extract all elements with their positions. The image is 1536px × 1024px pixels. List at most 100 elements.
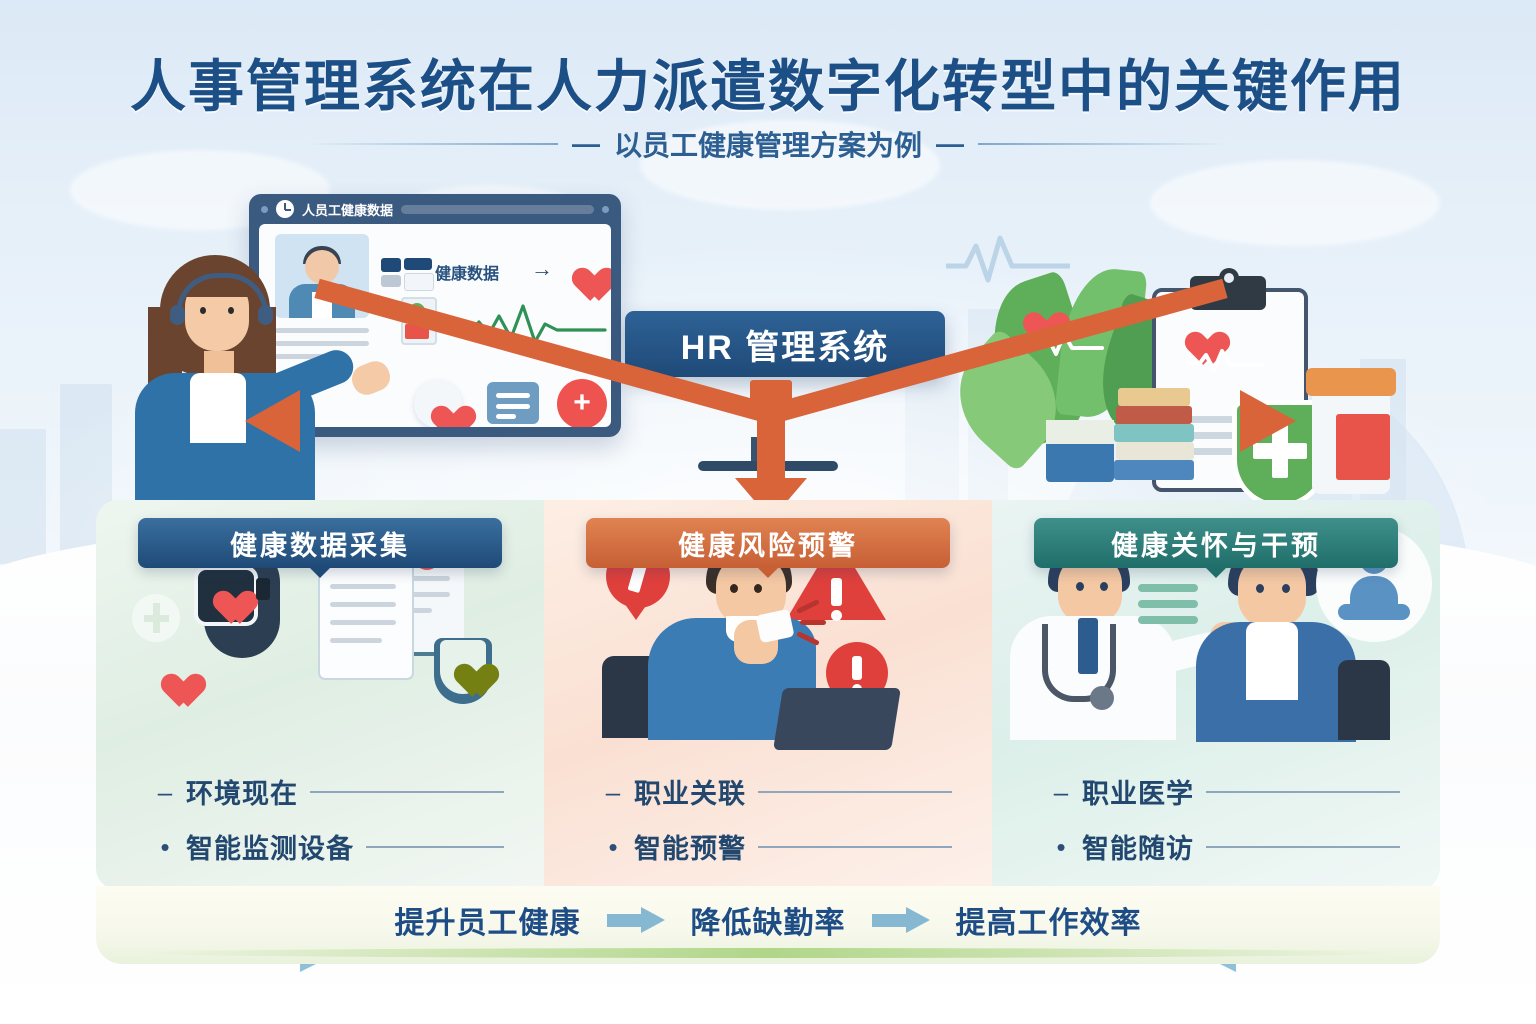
shield-cross-horizontal: [1253, 443, 1307, 459]
headset-earpiece: [258, 305, 273, 325]
heart-button[interactable]: [414, 380, 462, 427]
subtitle-dash-right: —: [936, 128, 964, 159]
bullet-text: 职业关联: [634, 779, 746, 809]
list-item: – 环境现在: [156, 772, 504, 811]
data-chip: [381, 258, 401, 272]
titlebar-dot: [602, 205, 609, 213]
office-chair: [1338, 660, 1390, 740]
list-item: • 智能监测设备: [156, 827, 504, 866]
warning-exclamation-bar: [831, 578, 842, 606]
document-line: [330, 638, 382, 643]
flow-arrow-icon: [871, 907, 930, 933]
bullet-text: 智能监测设备: [186, 834, 354, 864]
headset-earpiece: [170, 305, 185, 325]
sick-employee-eye: [730, 584, 738, 593]
panel-1-header-tail: [308, 566, 332, 578]
monitor-window-title: 人员工健康数据: [302, 202, 394, 218]
record-text-line: [275, 354, 347, 359]
bullet-mark: –: [157, 776, 173, 807]
shield-heart-icon: [447, 650, 479, 680]
page-title: 人事管理系统在人力派遣数字化转型中的关键作用: [130, 55, 1406, 118]
panel-data-collection: 健康数据采集 – 环境现在 • 智能监测设备: [96, 500, 544, 890]
panel-risk-alert: 健康风险预警 – 职业关联 • 智能预警: [544, 500, 992, 890]
page-subtitle: 以员工健康管理方案为例: [613, 130, 922, 161]
list-line: [496, 414, 516, 419]
clipboard-text-line: [1168, 432, 1276, 439]
report-card-icon: [409, 303, 425, 319]
data-chip: [404, 258, 432, 270]
list-button[interactable]: [487, 382, 539, 424]
flow-step-1: 提升员工健康: [394, 907, 581, 940]
avatar-head: [305, 250, 339, 284]
medicine-bottle-label: [1336, 414, 1390, 480]
panel-2-header-label: 健康风险预警: [678, 530, 858, 561]
smartwatch-button: [256, 578, 270, 600]
doctor-eye: [1100, 582, 1108, 591]
clock-icon: [276, 200, 294, 218]
titlebar-dot: [261, 205, 268, 213]
employee-eye: [1282, 584, 1290, 593]
bullet-text: 职业医学: [1082, 779, 1194, 809]
employee-shirt: [1246, 622, 1298, 700]
stethoscope: [1042, 624, 1116, 702]
hr-system-banner: HR 管理系统: [625, 311, 945, 377]
panel-row: 健康数据采集 – 环境现在 • 智能监测设备: [96, 500, 1440, 890]
stethoscope-bell: [1090, 686, 1114, 710]
heart-icon: [154, 660, 200, 702]
titlebar-search-pill[interactable]: [401, 204, 594, 214]
add-button[interactable]: +: [557, 379, 607, 427]
clipboard-text-line: [1168, 448, 1250, 455]
alert-exclamation-bar: [852, 656, 862, 680]
data-chip: [404, 273, 434, 291]
list-line: [496, 404, 530, 409]
document-front: [318, 552, 414, 680]
medicine-bottle-cap: [1306, 368, 1396, 396]
flow-arrow-shaft: [606, 914, 643, 927]
panel-1-bullets: – 环境现在 • 智能监测设备: [156, 772, 504, 882]
list-item: – 职业医学: [1052, 772, 1400, 811]
subtitle-rule-left: [307, 143, 558, 145]
bullet-rule: [758, 845, 952, 848]
heart-ecg-line: [1028, 332, 1104, 356]
panel-3-header-tail: [1204, 566, 1228, 578]
flow-arrow-icon: [606, 907, 665, 933]
panel-2-header-tail: [756, 566, 780, 578]
document-line: [330, 620, 396, 625]
document-line: [384, 576, 450, 581]
panel-3-header: 健康关怀与干预: [1034, 518, 1398, 568]
panel-intervention: 健康关怀与干预 – 职业医学 • 智能随访: [992, 500, 1440, 890]
bullet-text: 智能预警: [634, 834, 746, 864]
panel-2-bullets: – 职业关联 • 智能预警: [604, 772, 952, 882]
list-line: [496, 393, 530, 398]
panel-1-header: 健康数据采集: [138, 518, 502, 568]
subtitle-rule-right: [978, 143, 1228, 145]
subtitle-row: — 以员工健康管理方案为例 —: [0, 124, 1536, 164]
flow-step-2: 降低缺勤率: [690, 907, 846, 940]
bullet-mark: –: [605, 776, 621, 807]
clipboard-clip-hole-inner: [1224, 273, 1234, 283]
panel-1-header-label: 健康数据采集: [230, 530, 410, 561]
book-stack-item: [1114, 424, 1194, 442]
screen-arrow-glyph: →: [531, 256, 553, 281]
book-stack-item: [1118, 388, 1190, 406]
document-line: [330, 602, 396, 607]
warning-exclamation-dot: [831, 610, 842, 621]
presenter-shirt: [190, 373, 246, 443]
smartwatch-heart-icon: [206, 577, 238, 607]
hr-system-label: HR 管理系统: [680, 328, 890, 367]
laptop: [773, 688, 901, 750]
list-item: • 智能随访: [1052, 827, 1400, 866]
bullet-mark: –: [1053, 776, 1069, 807]
flow-arrow-shaft: [871, 914, 908, 927]
bullet-text: 智能随访: [1082, 834, 1194, 864]
bullet-mark: •: [608, 831, 618, 862]
report-card-bar: [405, 324, 429, 339]
document-line: [384, 592, 450, 597]
speech-line: [1138, 600, 1198, 608]
bullet-rule: [366, 845, 504, 848]
ecg-trace-background: [946, 235, 1070, 283]
flow-arrow-head: [640, 907, 665, 933]
outcome-flow-band: 提升员工健康 降低缺勤率 提高工作效率: [96, 886, 1440, 964]
document-line: [330, 584, 396, 589]
